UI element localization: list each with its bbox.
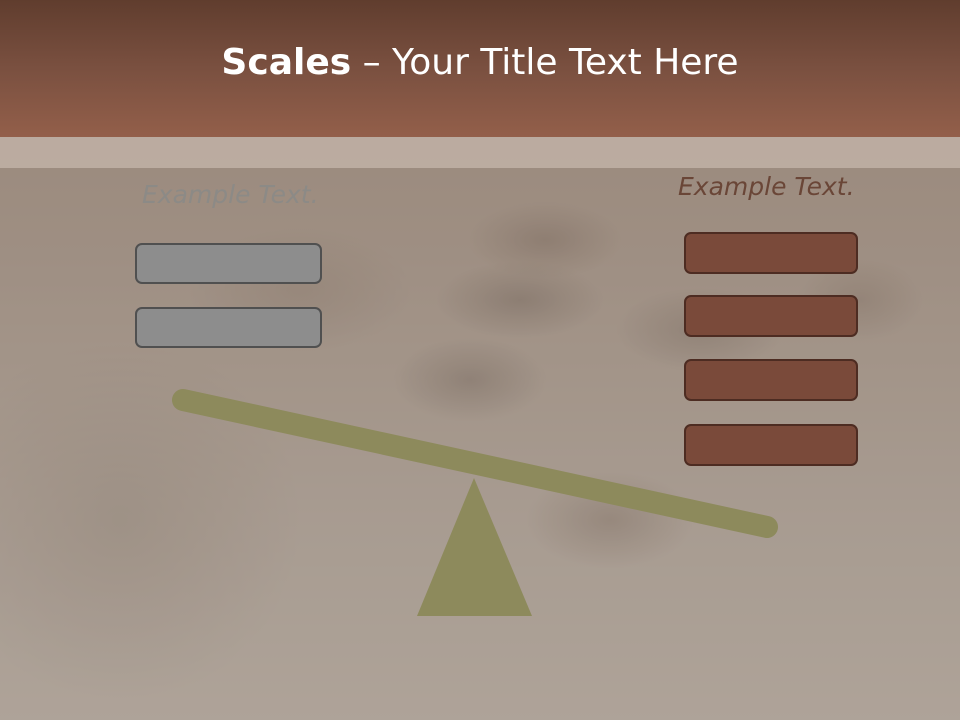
slide-title[interactable]: Scales – Your Title Text Here [221, 42, 738, 83]
left-example-text[interactable]: Example Text. [142, 180, 319, 209]
right-example-text[interactable]: Example Text. [678, 172, 855, 201]
right-box-2[interactable] [684, 295, 858, 337]
title-strip [0, 137, 960, 168]
title-bar: Scales – Your Title Text Here [0, 0, 960, 137]
left-box-1[interactable] [135, 243, 322, 284]
right-box-3[interactable] [684, 359, 858, 401]
right-box-4[interactable] [684, 424, 858, 466]
right-box-1[interactable] [684, 232, 858, 274]
seesaw-beam[interactable] [172, 389, 778, 538]
left-box-2[interactable] [135, 307, 322, 348]
title-rest: – Your Title Text Here [351, 42, 739, 83]
title-bold: Scales [221, 42, 352, 83]
triangle-fulcrum-icon[interactable] [417, 478, 532, 616]
